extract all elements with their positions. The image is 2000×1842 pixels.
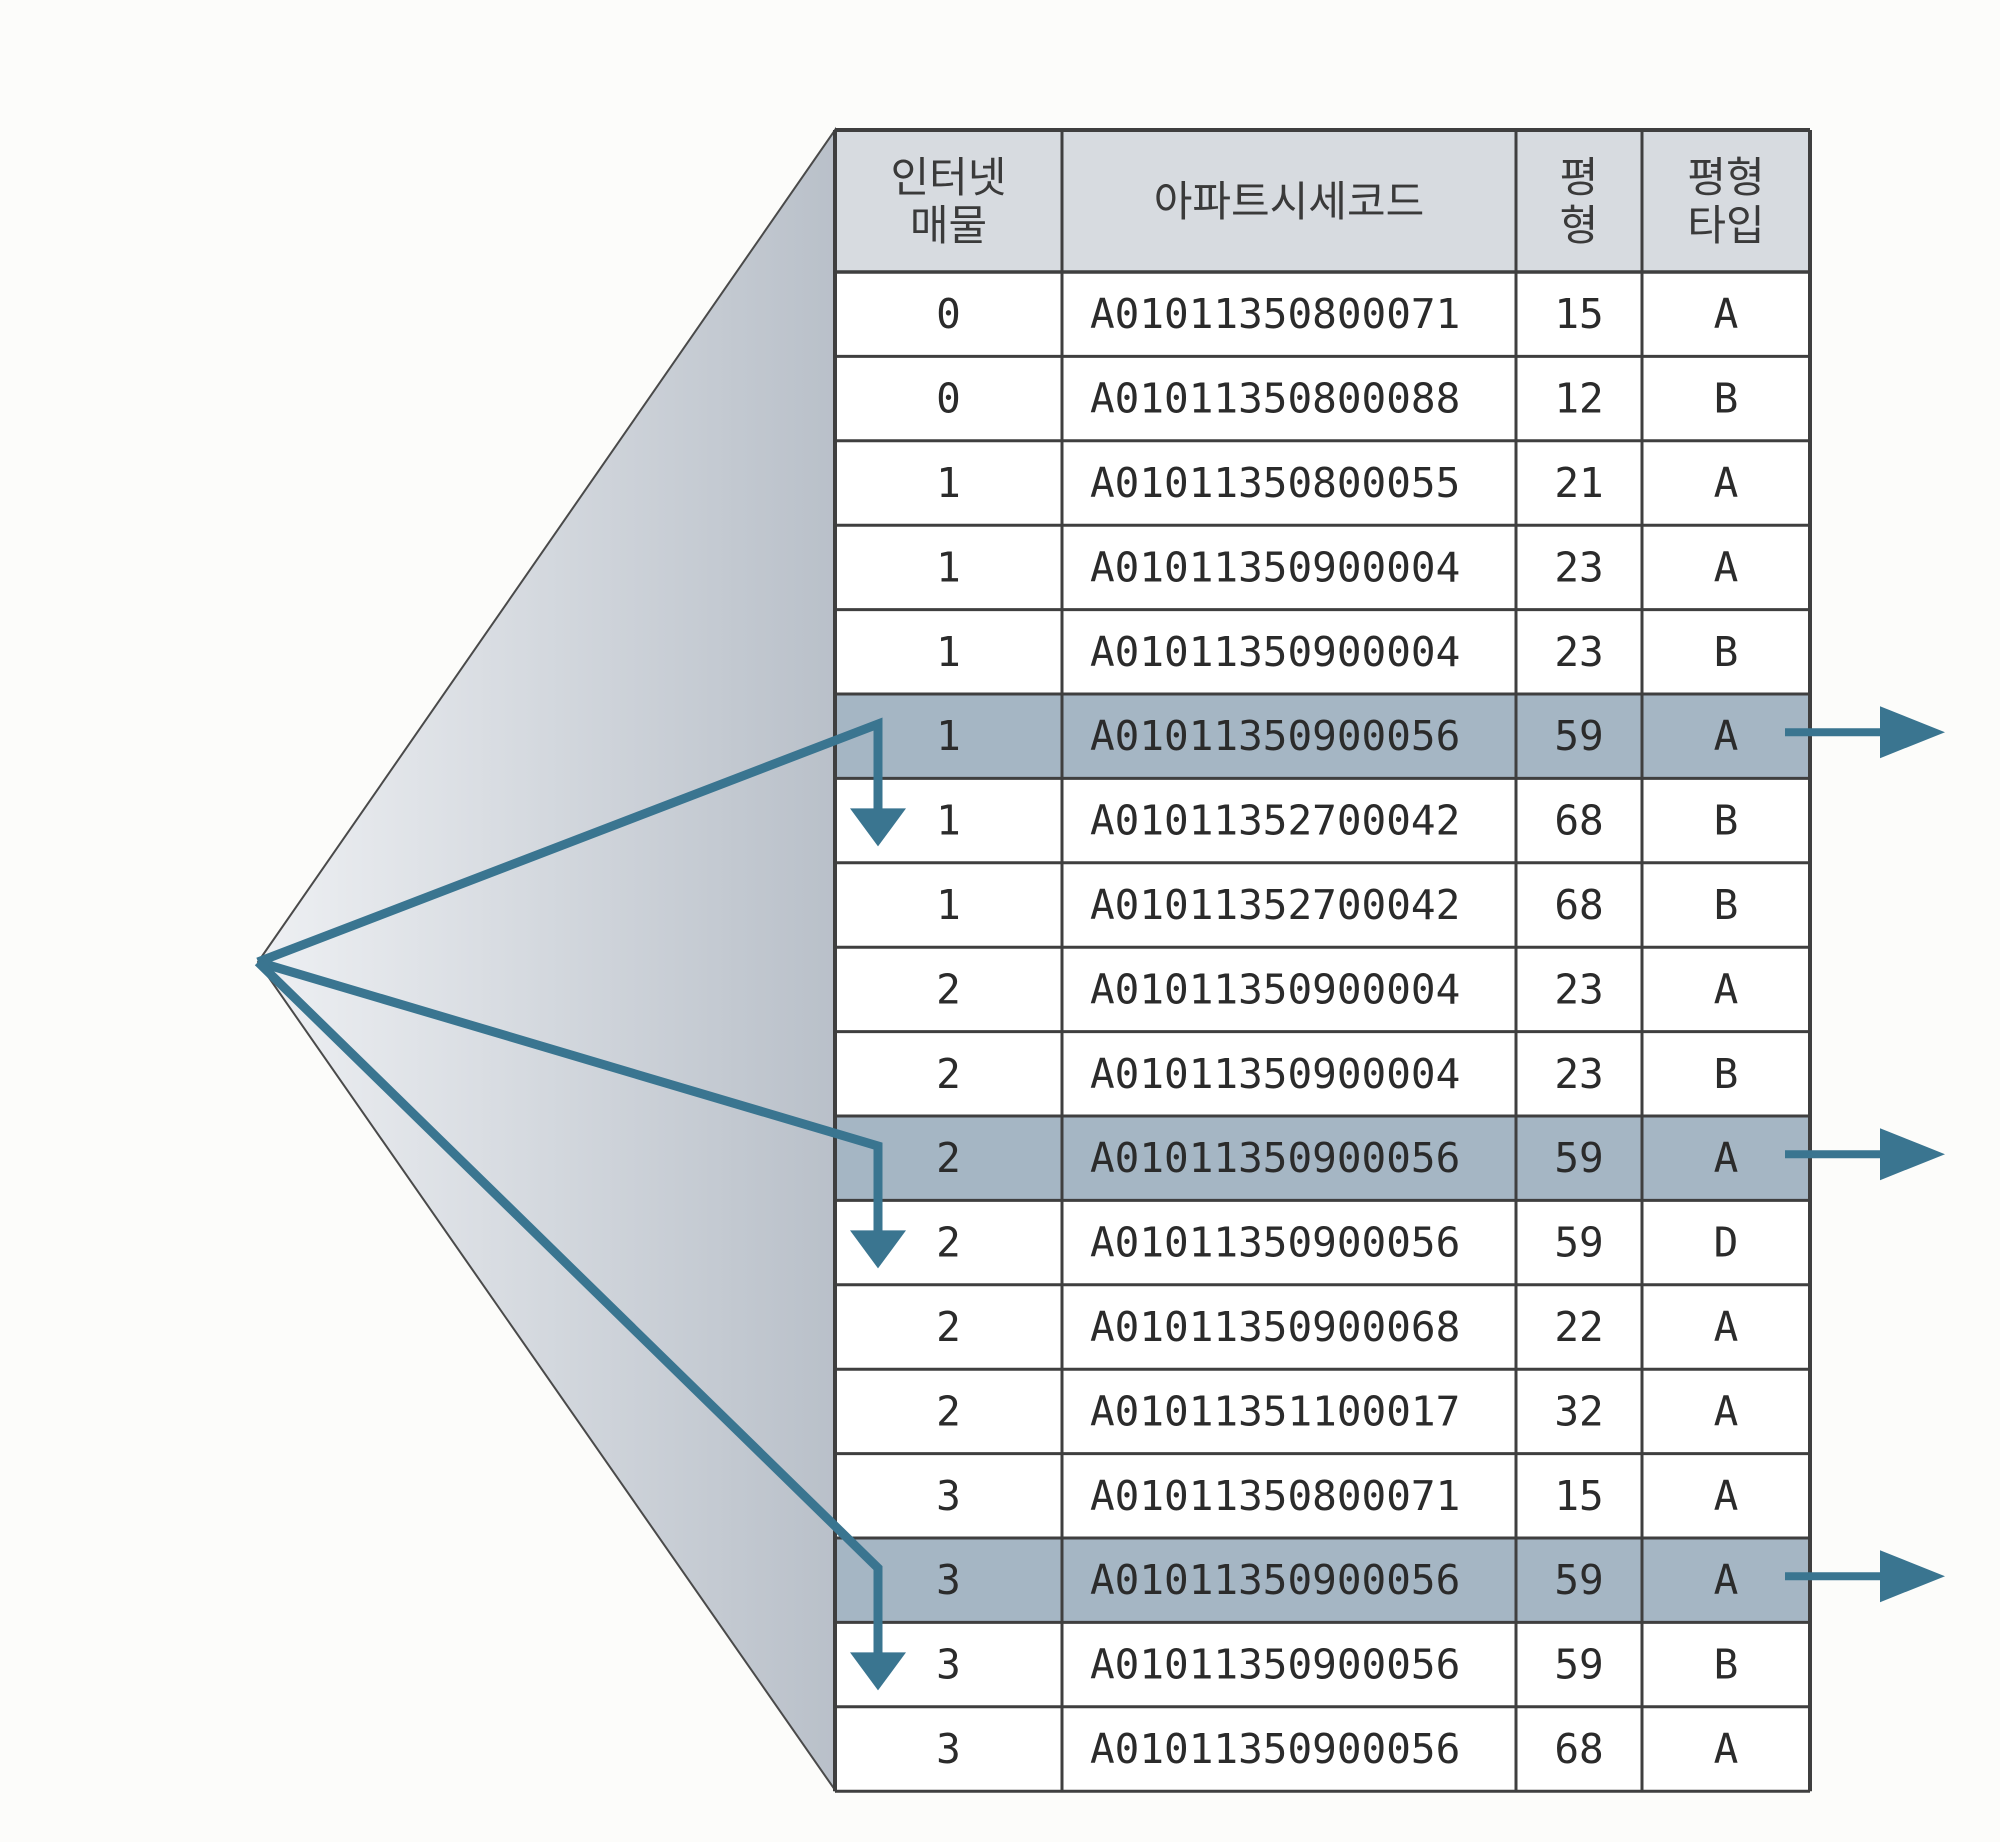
cell-pyeong: 59 — [1554, 1556, 1603, 1604]
cell-apt-price-code: A01011350900068 — [1090, 1303, 1460, 1351]
cell-pyeong-type: B — [1714, 881, 1739, 929]
cell-pyeong: 23 — [1554, 1050, 1603, 1098]
cell-apt-price-code: A01011350800071 — [1090, 1472, 1460, 1520]
header-line: 평 — [1560, 153, 1599, 202]
cell-pyeong-type: A — [1714, 459, 1739, 507]
highlighted-row — [835, 1116, 1810, 1201]
cell-pyeong-type: A — [1714, 543, 1739, 591]
cell-apt-price-code: A01011350900004 — [1090, 628, 1460, 676]
header-apt-price-code: 아파트시세코드 — [1154, 177, 1424, 226]
cell-internet-listing: 3 — [936, 1641, 961, 1689]
cell-pyeong-type: A — [1714, 965, 1739, 1013]
lookup-arrow — [256, 957, 883, 1239]
cell-apt-price-code: A01011350900004 — [1090, 1050, 1460, 1098]
cell-pyeong: 12 — [1554, 375, 1603, 423]
cell-pyeong-type: B — [1714, 628, 1739, 676]
cell-internet-listing: 2 — [936, 1303, 961, 1351]
cell-apt-price-code: A01011352700042 — [1090, 881, 1460, 929]
cell-apt-price-code: A01011350900056 — [1090, 1219, 1460, 1267]
cell-pyeong-type: B — [1714, 797, 1739, 845]
cell-apt-price-code: A01011350900056 — [1090, 1641, 1460, 1689]
cell-internet-listing: 1 — [936, 543, 961, 591]
lookup-arrow — [256, 717, 883, 967]
cell-internet-listing: 1 — [936, 881, 961, 929]
cell-internet-listing: 1 — [936, 712, 961, 760]
header-background — [835, 130, 1810, 272]
header-line: 평형 — [1687, 153, 1764, 202]
lookup-arrow — [254, 958, 883, 1661]
highlighted-row — [835, 1538, 1810, 1623]
cell-internet-listing: 2 — [936, 1387, 961, 1435]
cell-internet-listing: 2 — [936, 965, 961, 1013]
cell-apt-price-code: A01011350800071 — [1090, 290, 1460, 338]
cell-pyeong: 59 — [1554, 1641, 1603, 1689]
cell-pyeong-type: A — [1714, 1472, 1739, 1520]
cell-pyeong-type: A — [1714, 712, 1739, 760]
cell-pyeong-type: D — [1714, 1219, 1739, 1267]
cell-pyeong-type: A — [1714, 1556, 1739, 1604]
cell-internet-listing: 3 — [936, 1556, 961, 1604]
cell-pyeong: 59 — [1554, 1134, 1603, 1182]
cell-pyeong-type: A — [1714, 1303, 1739, 1351]
cell-pyeong: 68 — [1554, 1725, 1603, 1773]
cell-pyeong: 21 — [1554, 459, 1603, 507]
cell-internet-listing: 1 — [936, 797, 961, 845]
cell-internet-listing: 1 — [936, 459, 961, 507]
cell-pyeong: 59 — [1554, 712, 1603, 760]
output-arrowhead — [1880, 1550, 1945, 1603]
cell-internet-listing: 3 — [936, 1472, 961, 1520]
lookup-arrowhead — [850, 1230, 906, 1269]
cell-pyeong: 68 — [1554, 797, 1603, 845]
cell-pyeong-type: B — [1714, 375, 1739, 423]
cell-apt-price-code: A01011350900056 — [1090, 1134, 1460, 1182]
table-background — [835, 130, 1810, 1792]
cell-internet-listing: 0 — [936, 375, 961, 423]
header-line: 타입 — [1687, 201, 1764, 250]
cell-pyeong: 15 — [1554, 1472, 1603, 1520]
header-line: 아파트시세코드 — [1154, 177, 1424, 226]
header-line: 매물 — [910, 201, 987, 250]
header-line: 형 — [1560, 201, 1599, 250]
cell-internet-listing: 2 — [936, 1219, 961, 1267]
cell-pyeong-type: A — [1714, 290, 1739, 338]
cell-apt-price-code: A01011350900004 — [1090, 965, 1460, 1013]
cell-pyeong-type: A — [1714, 1134, 1739, 1182]
cell-apt-price-code: A01011350900056 — [1090, 1556, 1460, 1604]
output-arrowhead — [1880, 706, 1945, 759]
cell-apt-price-code: A01011350900004 — [1090, 543, 1460, 591]
cell-pyeong: 32 — [1554, 1387, 1603, 1435]
output-arrowhead — [1880, 1128, 1945, 1181]
cell-pyeong-type: A — [1714, 1725, 1739, 1773]
cell-pyeong: 23 — [1554, 543, 1603, 591]
cell-pyeong-type: B — [1714, 1641, 1739, 1689]
cell-apt-price-code: A01011351100017 — [1090, 1387, 1460, 1435]
cell-apt-price-code: A01011350900056 — [1090, 712, 1460, 760]
cell-apt-price-code: A01011350800088 — [1090, 375, 1460, 423]
cell-apt-price-code: A01011350900056 — [1090, 1725, 1460, 1773]
cell-pyeong: 23 — [1554, 965, 1603, 1013]
cell-pyeong: 22 — [1554, 1303, 1603, 1351]
cell-pyeong-type: A — [1714, 1387, 1739, 1435]
cell-apt-price-code: A01011352700042 — [1090, 797, 1460, 845]
cell-pyeong: 15 — [1554, 290, 1603, 338]
cell-internet-listing: 2 — [936, 1134, 961, 1182]
cell-internet-listing: 0 — [936, 290, 961, 338]
cell-pyeong: 68 — [1554, 881, 1603, 929]
fan-shape — [256, 126, 836, 1794]
cell-pyeong: 59 — [1554, 1219, 1603, 1267]
cell-internet-listing: 1 — [936, 628, 961, 676]
header-line: 인터넷 — [891, 153, 1007, 202]
cell-apt-price-code: A01011350800055 — [1090, 459, 1460, 507]
cell-internet-listing: 3 — [936, 1725, 961, 1773]
lookup-arrowhead — [850, 1652, 906, 1691]
highlighted-row — [835, 694, 1810, 779]
cell-pyeong: 23 — [1554, 628, 1603, 676]
cell-pyeong-type: B — [1714, 1050, 1739, 1098]
lookup-arrowhead — [850, 808, 906, 847]
cell-internet-listing: 2 — [936, 1050, 961, 1098]
